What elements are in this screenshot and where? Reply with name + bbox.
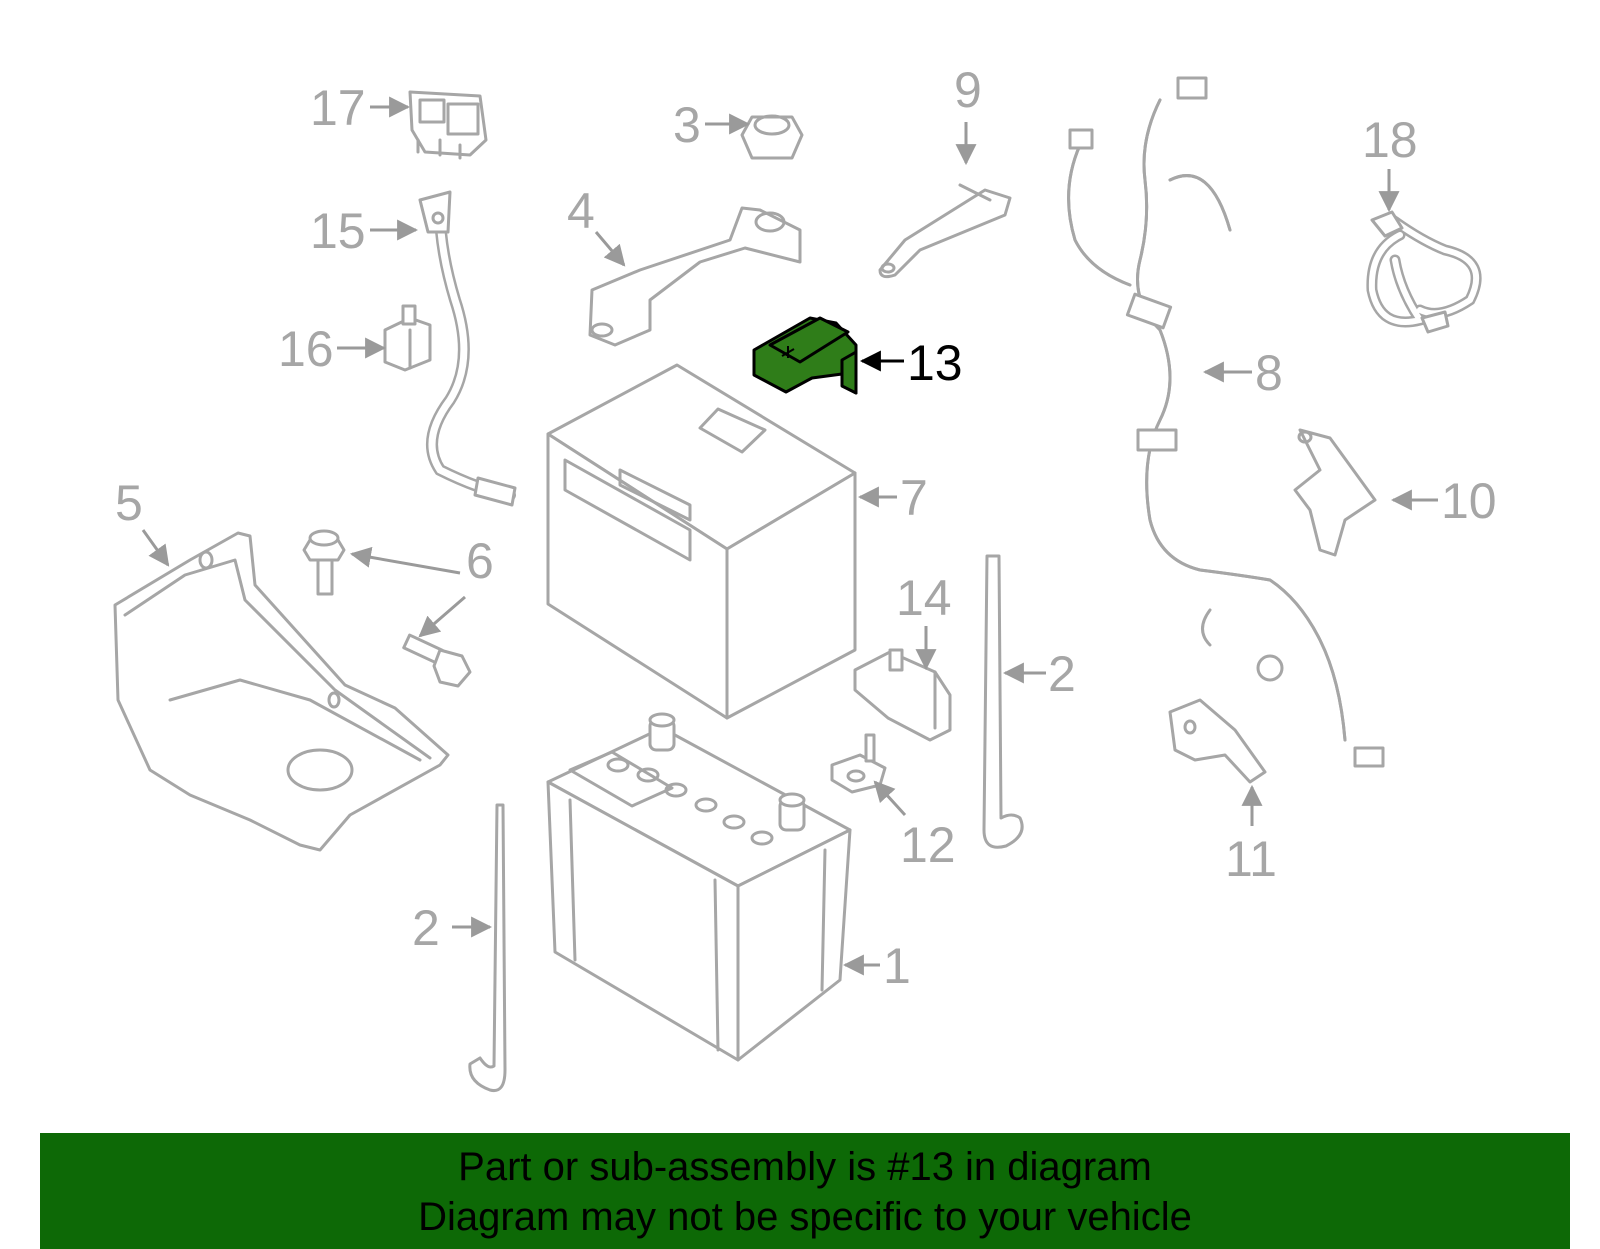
callout-2-left: 2 <box>412 900 440 956</box>
callout-16: 16 <box>278 321 334 377</box>
callout-18: 18 <box>1362 112 1418 168</box>
callout-8: 8 <box>1255 345 1283 401</box>
callout-10: 10 <box>1441 473 1497 529</box>
callout-14: 14 <box>896 570 952 626</box>
battery-tray-part[interactable] <box>113 531 450 852</box>
callout-13: 13 <box>907 335 963 391</box>
hold-down-clamp-part[interactable] <box>588 206 802 347</box>
terminal-cover-part-13[interactable] <box>752 316 858 395</box>
hold-down-rod-left[interactable] <box>468 803 507 1093</box>
callout-7: 7 <box>900 470 928 526</box>
terminal-part-16[interactable] <box>383 304 432 372</box>
bolt-upper[interactable] <box>302 529 346 596</box>
bracket-part-10[interactable] <box>1293 428 1377 557</box>
callout-5: 5 <box>115 475 143 531</box>
fuse-holder-part-17[interactable] <box>408 90 488 160</box>
bracket-part-11[interactable] <box>1168 698 1267 784</box>
callout-12: 12 <box>900 817 956 873</box>
callout-4: 4 <box>567 183 595 239</box>
cable-part-15[interactable] <box>418 190 517 507</box>
nut-part[interactable] <box>740 114 804 160</box>
callout-labels: 1 2 2 3 4 5 6 7 8 9 10 11 12 13 14 15 16… <box>115 62 1497 994</box>
callout-3: 3 <box>673 97 701 153</box>
terminal-part-14[interactable] <box>853 648 952 742</box>
hold-down-rod-right[interactable] <box>982 554 1024 849</box>
callout-2-right: 2 <box>1048 646 1076 702</box>
bracket-part-9[interactable] <box>878 183 1012 279</box>
battery-part[interactable] <box>546 712 852 1062</box>
battery-cover-part[interactable] <box>546 363 857 720</box>
callout-6: 6 <box>466 533 494 589</box>
info-banner: Part or sub-assembly is #13 in diagram D… <box>40 1133 1570 1249</box>
leader-arrows <box>141 96 1438 976</box>
callout-11: 11 <box>1225 831 1277 887</box>
callout-1: 1 <box>883 938 911 994</box>
banner-line-1: Part or sub-assembly is #13 in diagram <box>458 1145 1152 1189</box>
callout-17: 17 <box>310 80 366 136</box>
bolt-lower[interactable] <box>402 633 472 688</box>
wiring-harness-part[interactable] <box>1067 76 1385 768</box>
banner-line-2: Diagram may not be specific to your vehi… <box>418 1195 1192 1239</box>
callout-15: 15 <box>310 203 366 259</box>
cable-loop-part-18[interactable] <box>1366 210 1482 334</box>
callout-9: 9 <box>954 62 982 118</box>
